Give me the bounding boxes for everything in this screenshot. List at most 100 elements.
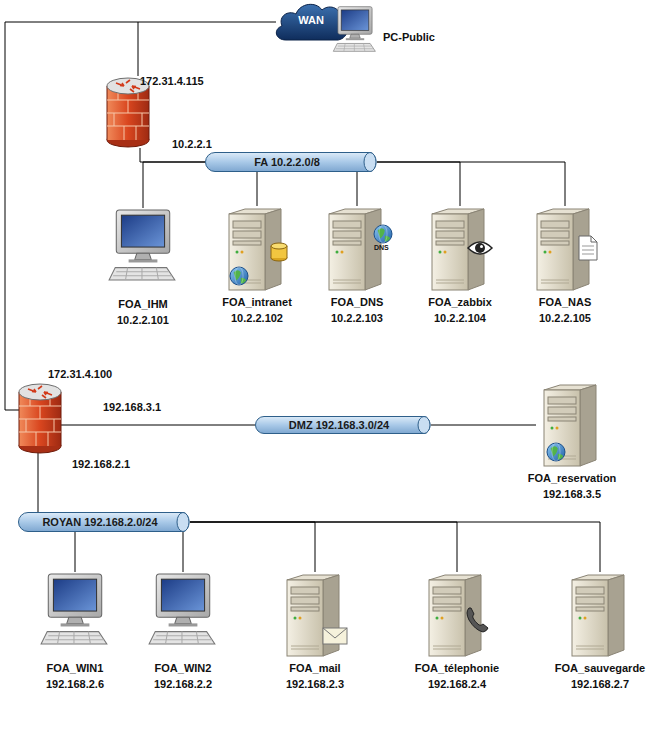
- icon-part: [41, 632, 107, 644]
- server: FOA_télephonie192.168.2.4: [421, 572, 493, 660]
- icon-part: [236, 251, 239, 254]
- icon-part: [436, 280, 464, 283]
- network-link: [75, 532, 76, 572]
- firewall-router: [107, 78, 149, 147]
- icon-part: [233, 221, 261, 228]
- icon-part: [230, 267, 248, 285]
- network-link: [183, 532, 184, 572]
- ip-address: 192.168.2.6: [46, 678, 104, 690]
- icon-part: [436, 617, 439, 620]
- server-icon: [279, 572, 351, 660]
- network-segment: ROYAN 192.168.2.0/24: [18, 512, 190, 532]
- lan-wire: [38, 448, 39, 512]
- icon-part: [256, 417, 431, 434]
- computer-icon: [107, 208, 179, 282]
- icon-part: [329, 214, 365, 290]
- icon-part: [552, 443, 560, 461]
- icon-part: [436, 221, 464, 228]
- icon-part: [576, 646, 604, 649]
- icon-part: [436, 241, 464, 245]
- icon-part: [233, 231, 261, 238]
- ip-address: 10.2.2.102: [231, 312, 283, 324]
- icon-part: [233, 241, 261, 245]
- icon-part: [109, 268, 175, 280]
- icon-part: [444, 251, 447, 254]
- icon-part: [161, 579, 204, 611]
- icon-part: [28, 386, 52, 398]
- ip-address: 192.168.2.4: [428, 678, 486, 690]
- icon-part: [287, 580, 323, 656]
- host-name: FOA_NAS: [539, 296, 592, 308]
- host-name: FOA_intranet: [222, 296, 292, 308]
- server-icon: [421, 572, 493, 660]
- icon-part: [235, 267, 243, 285]
- icon-part: [608, 575, 624, 656]
- ip-address: 192.168.2.7: [571, 678, 629, 690]
- icon-part: [333, 280, 361, 283]
- network-segment: FA 10.2.2.0/8: [205, 152, 377, 172]
- icon-part: [584, 617, 587, 620]
- ip-address: 192.168.2.2: [154, 678, 212, 690]
- icon-part: [541, 231, 569, 238]
- icon-part: [323, 628, 347, 638]
- server: FOA_reservation192.168.3.5: [536, 382, 608, 470]
- network-segment: DMZ 192.168.3.0/24: [255, 416, 431, 434]
- icon-part: [153, 632, 212, 644]
- icon-part: [135, 253, 151, 259]
- icon-part: [53, 579, 96, 611]
- icon-part: [177, 513, 189, 532]
- server: FOA_NAS10.2.2.105: [529, 206, 601, 294]
- wan-wire: [138, 22, 139, 76]
- icon-part: [129, 259, 158, 262]
- icon-part: [169, 623, 198, 626]
- icon-part: [441, 617, 444, 620]
- icon-part: [541, 280, 569, 283]
- icon-part: [333, 43, 375, 51]
- icon-part: [336, 43, 373, 51]
- icon-part: [475, 243, 485, 253]
- network-link: [357, 172, 358, 206]
- icon-part: [333, 231, 361, 238]
- icon-part: [379, 225, 387, 243]
- icon-part: [333, 221, 361, 228]
- wan-wire: [5, 22, 276, 410]
- public-computer: PC-Public: [332, 4, 378, 54]
- icon-part: [48, 574, 101, 617]
- host-name: PC-Public: [383, 31, 435, 43]
- icon-part: [580, 385, 596, 466]
- icon-part: [175, 617, 191, 623]
- ip-label: 172.31.4.115: [140, 75, 204, 87]
- server-icon: [221, 206, 293, 294]
- icon-part: [576, 597, 604, 604]
- icon-part: [338, 7, 372, 35]
- lan-wire: [140, 148, 205, 162]
- icon-part: [341, 10, 369, 30]
- firewall-router: [19, 384, 61, 453]
- host-name: FOA_mail: [289, 662, 340, 674]
- icon-part: [548, 397, 576, 404]
- icon-part: [241, 251, 244, 254]
- host-name: FOA_IHM: [118, 298, 168, 310]
- icon-part: [19, 513, 190, 532]
- ip-address: 192.168.2.3: [286, 678, 344, 690]
- segment-label: FA 10.2.2.0/8: [205, 152, 369, 172]
- icon-part: [323, 628, 347, 644]
- ip-address: 192.168.3.5: [543, 488, 601, 500]
- workstation: FOA_WIN1192.168.2.6: [39, 572, 111, 660]
- dmz-wire: [60, 425, 255, 426]
- network-link: [190, 522, 457, 572]
- icon-part: [206, 153, 377, 172]
- icon-part: [579, 617, 582, 620]
- icon-part: [467, 608, 488, 632]
- icon-part: [341, 251, 344, 254]
- icon-part: [537, 214, 573, 290]
- network-link: [431, 425, 536, 426]
- wan-links: [5, 22, 276, 512]
- icon-part: [544, 390, 580, 466]
- icon-part: [294, 617, 297, 620]
- host-name: FOA_WIN1: [47, 662, 104, 674]
- network-link: [190, 522, 315, 572]
- icon-part: [67, 617, 83, 623]
- icon-part: [549, 251, 552, 254]
- icon-part: [551, 427, 554, 430]
